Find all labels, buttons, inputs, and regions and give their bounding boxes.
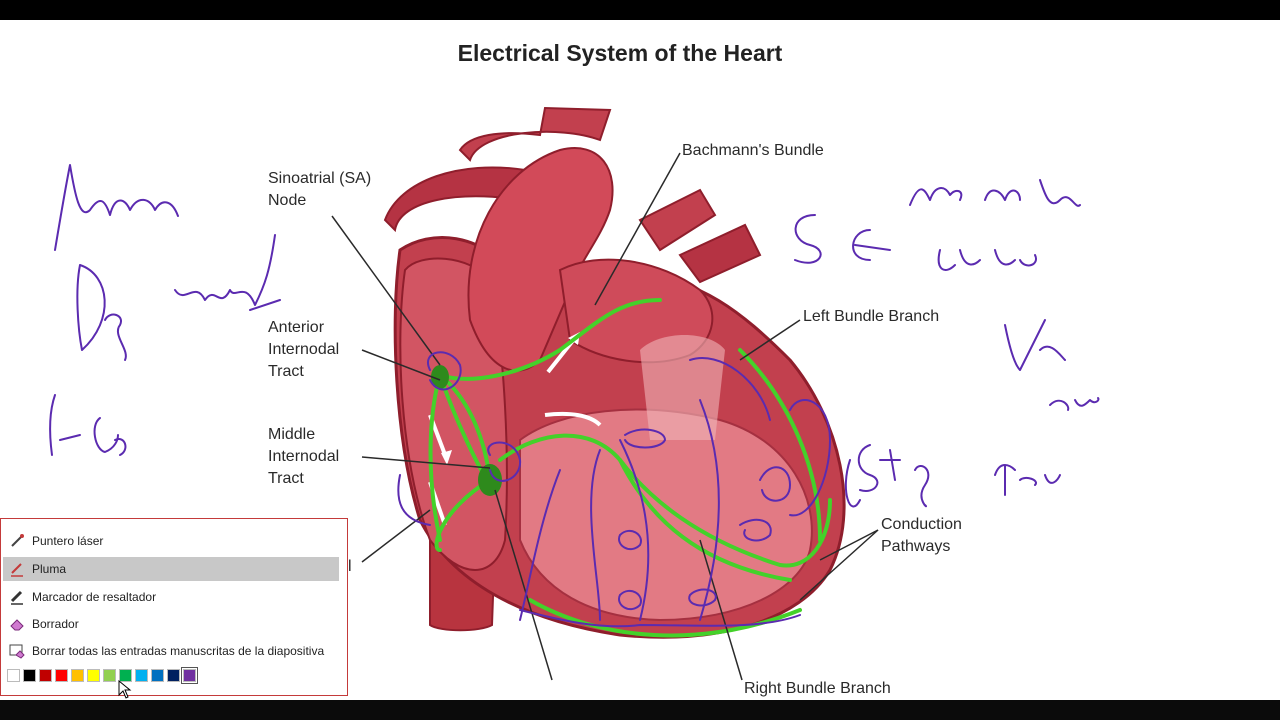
mouse-cursor-icon — [118, 680, 132, 699]
color-swatch[interactable] — [181, 667, 198, 684]
ink-color-palette — [7, 667, 198, 684]
menu-item-label: Borrador — [32, 617, 79, 631]
label-bachmann-bundle: Bachmann's Bundle — [682, 142, 824, 159]
menu-item-label: Marcador de resaltador — [32, 590, 157, 604]
color-swatch[interactable] — [87, 669, 100, 682]
color-swatch[interactable] — [119, 669, 132, 682]
color-swatch[interactable] — [23, 669, 36, 682]
label-right-bundle-branch: Right Bundle Branch — [744, 680, 891, 697]
label-posterior-partial: l — [348, 558, 352, 575]
menu-item-eraser[interactable]: Borrador — [3, 612, 339, 636]
color-swatch[interactable] — [151, 669, 164, 682]
pen-options-menu: Puntero láser Pluma Marcador de resaltad… — [0, 518, 348, 696]
color-swatch[interactable] — [55, 669, 68, 682]
color-swatch[interactable] — [7, 669, 20, 682]
color-swatch[interactable] — [167, 669, 180, 682]
heart-illustration — [383, 106, 846, 639]
highlighter-icon — [10, 590, 23, 605]
menu-item-label: Puntero láser — [32, 534, 104, 548]
color-swatch[interactable] — [71, 669, 84, 682]
menu-item-label: Borrar todas las entradas manuscritas de… — [32, 644, 325, 658]
laser-pointer-icon — [11, 534, 24, 547]
color-swatch[interactable] — [103, 669, 116, 682]
menu-item-highlighter[interactable]: Marcador de resaltador — [3, 585, 339, 609]
menu-item-laser-pointer[interactable]: Puntero láser — [3, 529, 339, 553]
label-middle-internodal-tract: Middle Internodal Tract — [268, 426, 340, 487]
label-anterior-internodal-tract: Anterior Internodal Tract — [268, 319, 340, 380]
menu-item-pen[interactable]: Pluma — [3, 557, 339, 581]
color-swatch[interactable] — [135, 669, 148, 682]
slide-title: Electrical System of the Heart — [457, 40, 783, 66]
label-sa-node: Sinoatrial (SA) Node — [268, 170, 372, 209]
bottom-bar — [0, 700, 1280, 720]
label-left-bundle-branch: Left Bundle Branch — [803, 308, 940, 325]
menu-item-label: Pluma — [32, 562, 67, 576]
clear-ink-icon — [9, 644, 25, 659]
pen-icon — [11, 563, 23, 577]
color-swatch[interactable] — [39, 669, 52, 682]
label-conduction-pathways: Conduction Pathways — [881, 516, 962, 555]
eraser-icon — [10, 619, 24, 631]
menu-item-clear-all-ink[interactable]: Borrar todas las entradas manuscritas de… — [3, 639, 339, 663]
